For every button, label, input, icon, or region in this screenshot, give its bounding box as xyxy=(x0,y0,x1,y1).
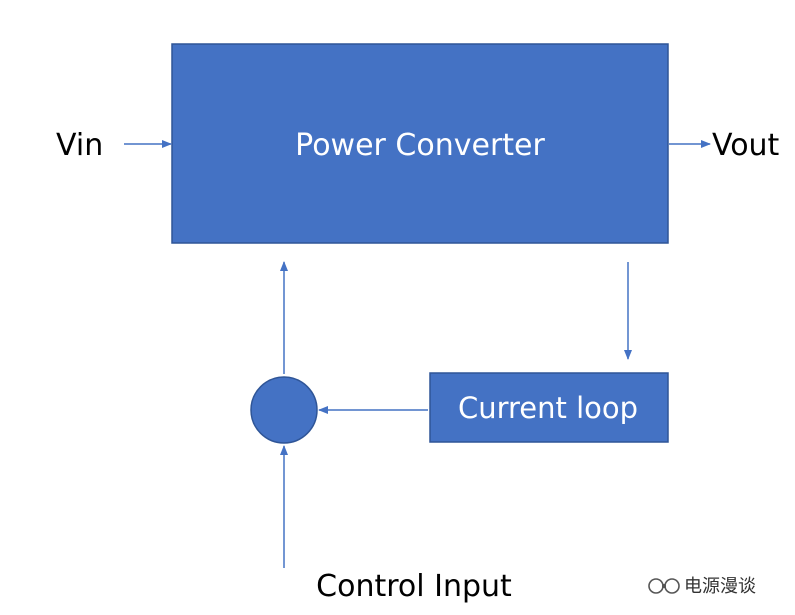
power-converter-label: Power Converter xyxy=(295,128,545,163)
control-input-label: Control Input xyxy=(316,569,512,604)
power-converter-block xyxy=(171,43,669,244)
vout-label: Vout xyxy=(712,128,780,163)
current-loop-label: Current loop xyxy=(458,391,638,425)
wechat-channel-icon xyxy=(648,578,680,594)
watermark: 电源漫谈 xyxy=(648,576,756,597)
vin-label: Vin xyxy=(56,128,103,163)
current-loop-block xyxy=(429,372,669,443)
watermark-text: 电源漫谈 xyxy=(684,576,756,597)
summing-junction xyxy=(250,376,318,444)
